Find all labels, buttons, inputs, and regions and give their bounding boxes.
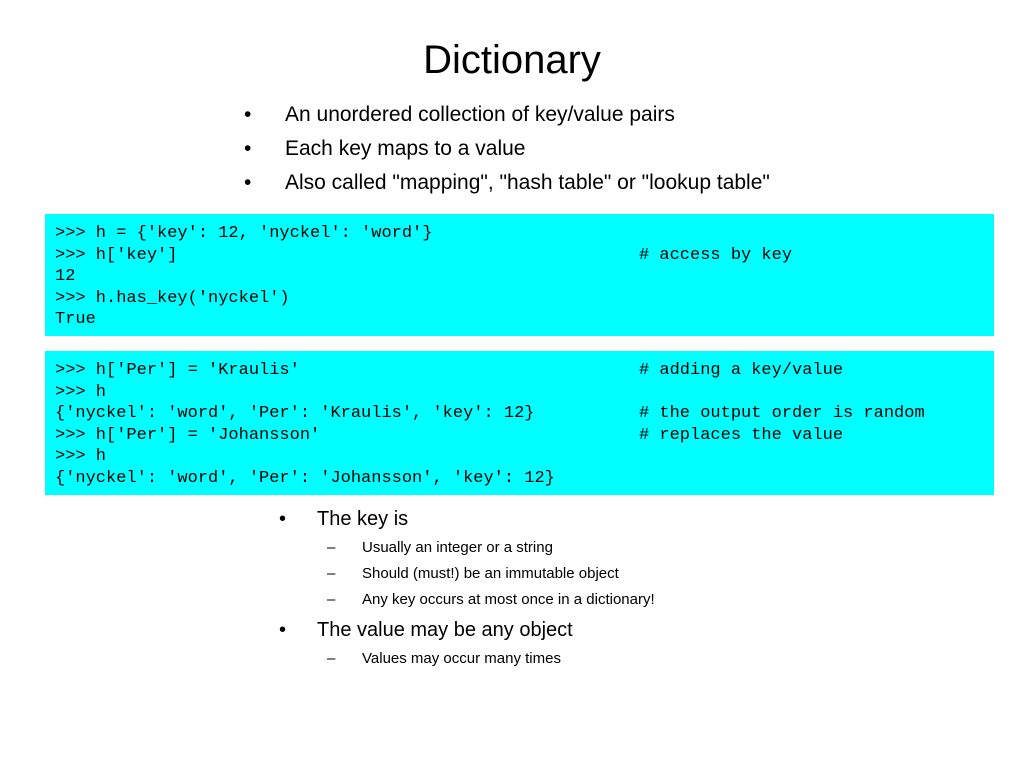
code-line: >>> h['Per'] = 'Johansson' # replaces the…: [55, 425, 994, 447]
sub-bullet-mark: –: [327, 565, 336, 582]
code-text: {'nyckel': 'word', 'Per': 'Kraulis', 'ke…: [55, 404, 535, 423]
key-sub-bullet-text: Usually an integer or a string: [362, 539, 553, 556]
code-text: True: [55, 310, 96, 329]
key-sub-bullet: – Should (must!) be an immutable object: [327, 564, 827, 584]
code-line: >>> h['Per'] = 'Kraulis' # adding a key/v…: [55, 360, 994, 382]
code-text: >>> h['key']: [55, 245, 178, 265]
key-bullet-text: The key is: [317, 508, 409, 530]
bullet-mark: •: [279, 619, 287, 641]
key-sub-bullet: – Usually an integer or a string: [327, 538, 827, 558]
code-line: >>> h.has_key('nyckel'): [55, 288, 994, 310]
bullet-mark: •: [244, 171, 252, 194]
code-text: >>> h['Per'] = 'Johansson': [55, 425, 321, 445]
intro-bullet: • An unordered collection of key/value p…: [244, 102, 944, 128]
value-sub-bullet-text: Values may occur many times: [362, 650, 561, 667]
sub-bullet-mark: –: [327, 650, 336, 667]
code-comment: # the output order is random: [639, 404, 925, 423]
code-line: >>> h: [55, 382, 994, 404]
code-line: True: [55, 309, 994, 331]
code-text: 12: [55, 267, 76, 286]
slide-title: Dictionary: [423, 38, 601, 82]
code-line: >>> h['key'] # access by key: [55, 245, 994, 267]
bullet-mark: •: [244, 137, 252, 160]
code-line: >>> h = {'key': 12, 'nyckel': 'word'}: [55, 223, 994, 245]
sub-bullet-mark: –: [327, 539, 336, 556]
code-line: {'nyckel': 'word', 'Per': 'Johansson', '…: [55, 468, 994, 490]
code-text: >>> h: [55, 447, 107, 466]
value-bullet-text: The value may be any object: [317, 619, 573, 641]
code-comment: # adding a key/value: [639, 361, 844, 380]
code-text: {'nyckel': 'word', 'Per': 'Johansson', '…: [55, 468, 555, 488]
key-sub-bullet-text: Should (must!) be an immutable object: [362, 565, 619, 582]
code-line: 12: [55, 266, 994, 288]
bullet-mark: •: [244, 103, 252, 126]
value-sub-bullet: – Values may occur many times: [327, 649, 827, 669]
key-sub-bullet: – Any key occurs at most once in a dicti…: [327, 590, 827, 610]
code-block-2: >>> h['Per'] = 'Kraulis' # adding a key/v…: [45, 351, 994, 495]
code-comment: # replaces the value: [639, 425, 844, 445]
intro-bullet-text: Also called "mapping", "hash table" or "…: [285, 171, 770, 194]
code-text: >>> h: [55, 382, 107, 402]
bullet-mark: •: [279, 508, 287, 530]
sub-bullet-mark: –: [327, 591, 336, 608]
intro-bullet: • Each key maps to a value: [244, 136, 944, 162]
code-text: >>> h.has_key('nyckel'): [55, 288, 290, 308]
code-text: >>> h = {'key': 12, 'nyckel': 'word'}: [55, 224, 433, 243]
intro-bullet-text: An unordered collection of key/value pai…: [285, 103, 675, 126]
key-bullet: • The key is: [279, 506, 779, 532]
key-sub-bullet-text: Any key occurs at most once in a diction…: [362, 591, 655, 608]
intro-bullet-text: Each key maps to a value: [285, 137, 526, 160]
code-comment: # access by key: [639, 245, 793, 265]
value-bullet: • The value may be any object: [279, 617, 779, 643]
code-line: {'nyckel': 'word', 'Per': 'Kraulis', 'ke…: [55, 403, 994, 425]
intro-bullet: • Also called "mapping", "hash table" or…: [244, 170, 944, 196]
code-block-1: >>> h = {'key': 12, 'nyckel': 'word'} >>…: [45, 214, 994, 336]
code-text: >>> h['Per'] = 'Kraulis': [55, 361, 300, 380]
code-line: >>> h: [55, 446, 994, 468]
